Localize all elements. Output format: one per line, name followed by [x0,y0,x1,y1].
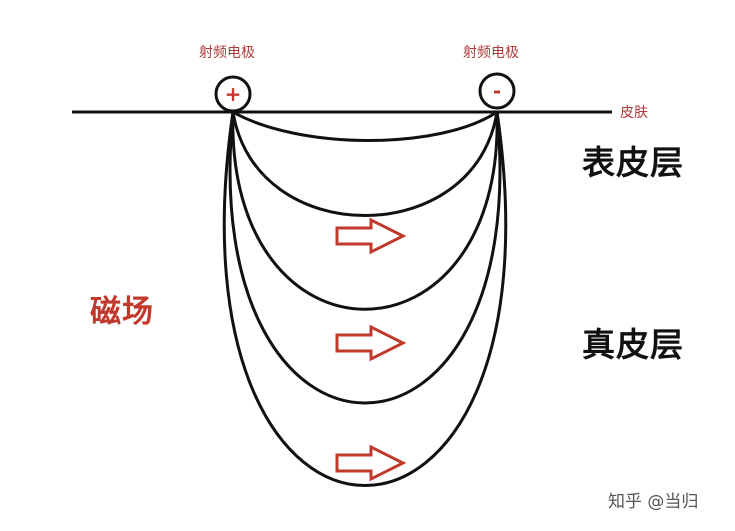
direction-arrows [335,217,407,482]
electrode-negative-sign: - [493,79,501,103]
field-line-5 [222,111,508,487]
electrode-negative: - [478,72,516,110]
skin-label: 皮肤 [620,105,648,121]
epidermis-label: 表皮层 [582,143,684,182]
electrode-positive-sign: + [225,82,242,106]
watermark: 知乎 @当归 [608,492,699,512]
electrode-positive: + [214,75,252,113]
electrode-label-left: 射频电极 [199,45,255,61]
field-line-4 [228,111,502,405]
field-line-2 [231,111,499,217]
field-lines [222,110,508,487]
electrode-label-right: 射频电极 [463,45,519,61]
field-line-3 [231,111,499,311]
arrow-lower [335,444,407,482]
magnetic-field-label: 磁场 [90,294,154,330]
field-line-1 [232,110,498,142]
arrow-middle [335,324,407,362]
arrow-upper [335,217,407,255]
dermis-label: 真皮层 [582,325,684,364]
